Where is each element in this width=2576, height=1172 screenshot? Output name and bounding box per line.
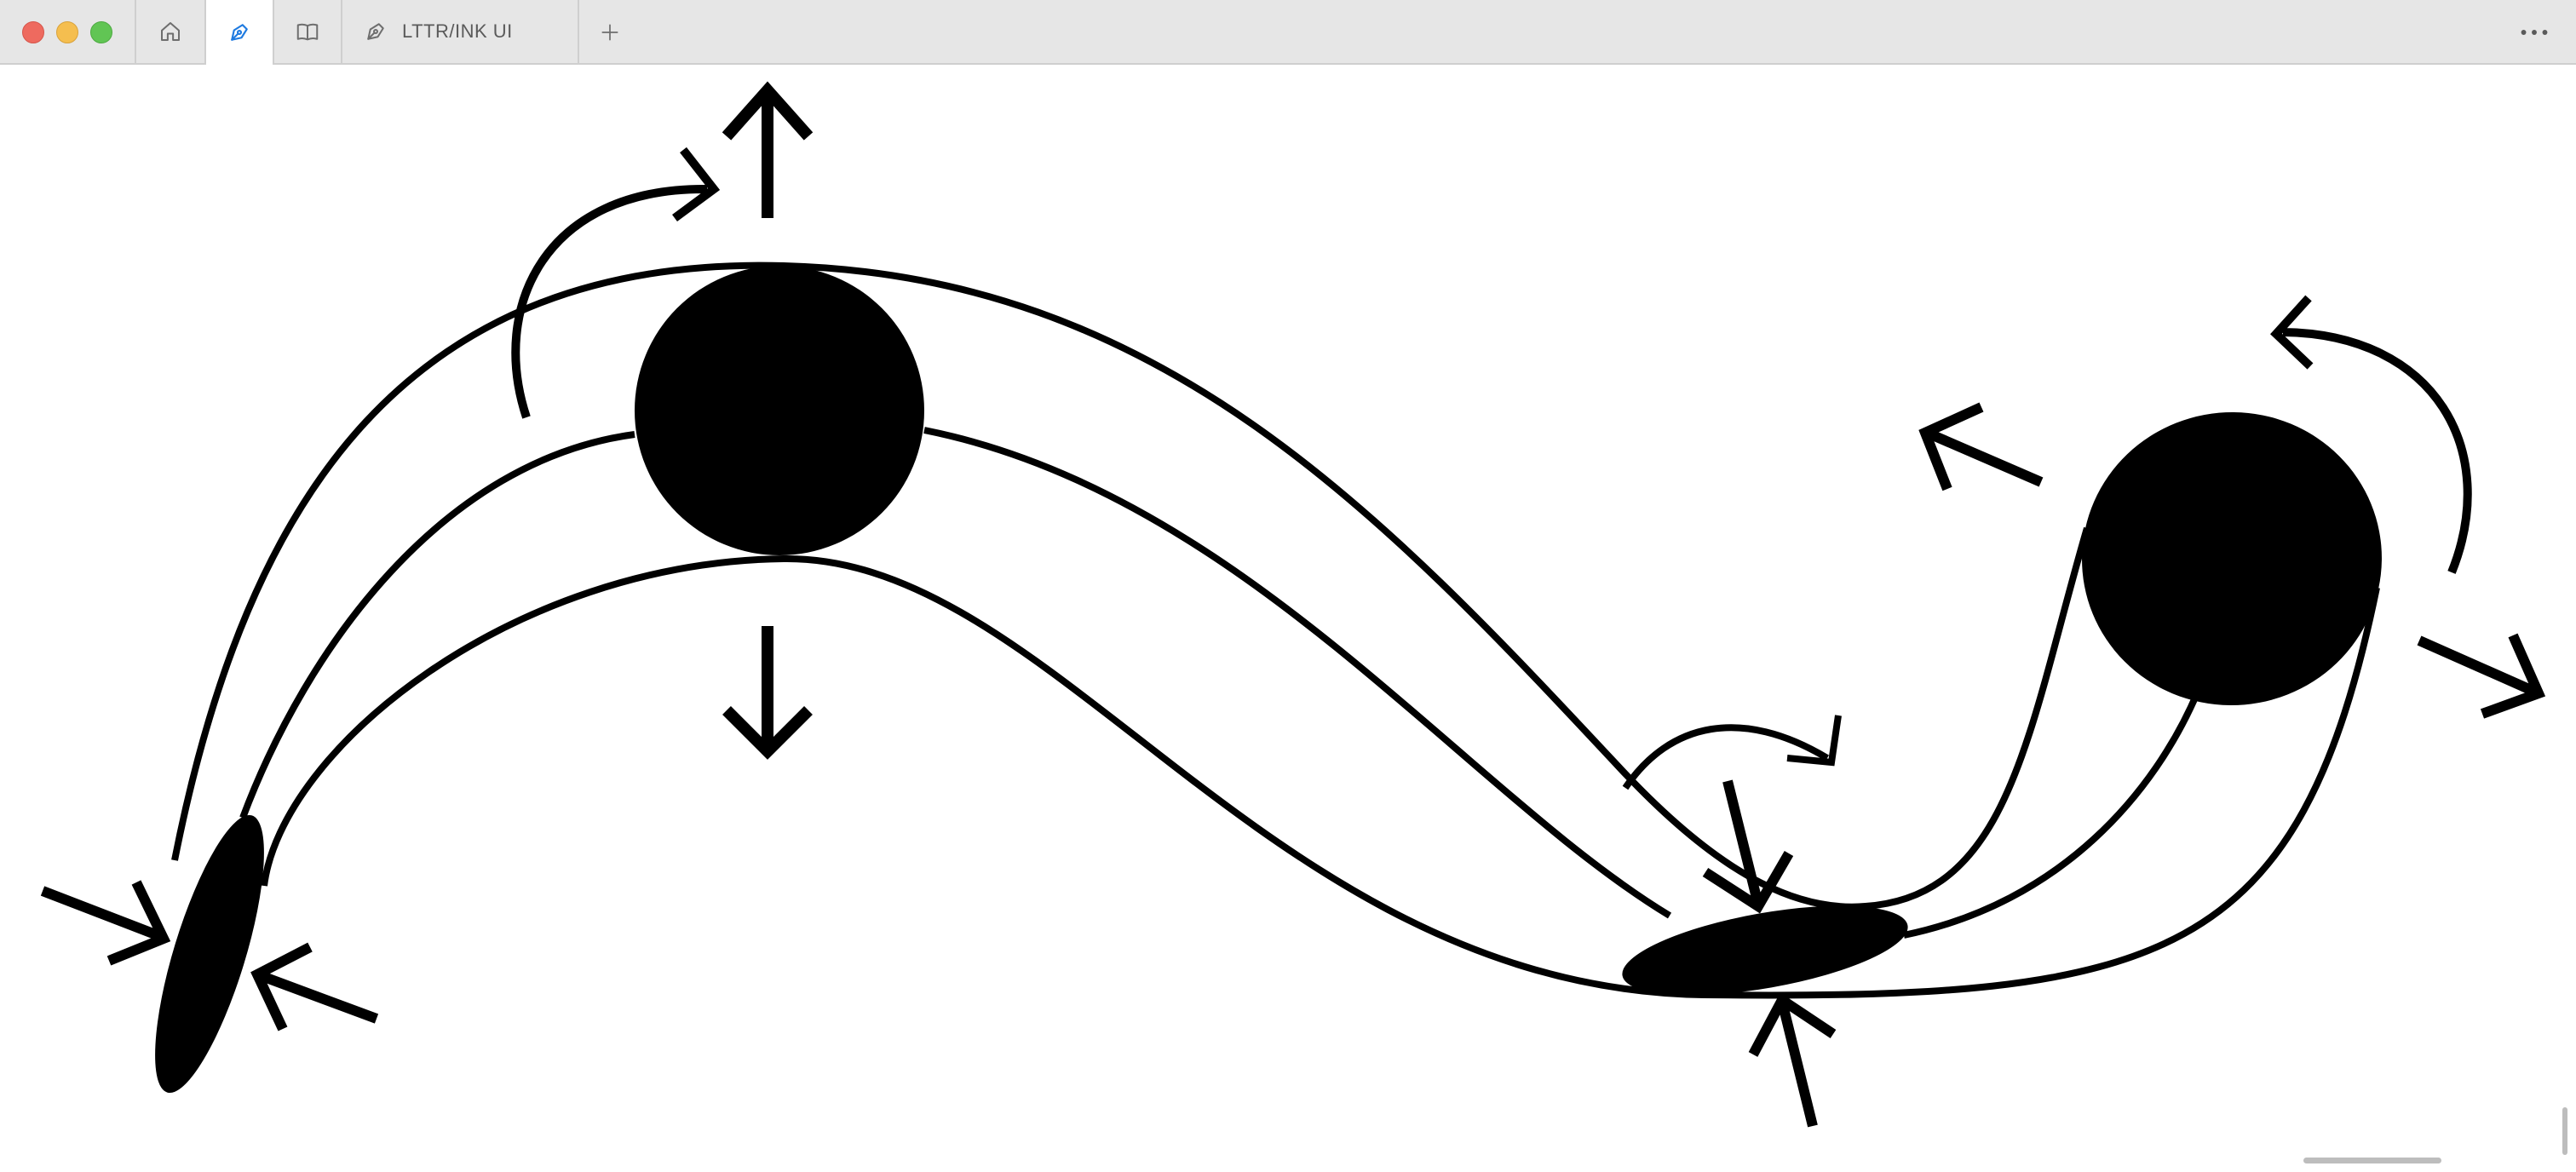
ink-blob-circle-right xyxy=(2082,411,2382,706)
arrow-left-in-1 xyxy=(40,880,171,966)
pen-nib-icon xyxy=(367,23,384,40)
plus-icon xyxy=(601,24,618,41)
ink-blob-ellipse-middle xyxy=(1622,905,1908,996)
arrow-right-out-1 xyxy=(1918,402,2044,491)
arrow-down xyxy=(722,626,813,760)
new-tab-button[interactable] xyxy=(593,15,627,49)
tab-ink-editor[interactable] xyxy=(204,0,273,65)
arrow-curved-left xyxy=(511,146,721,419)
ink-curve-middle xyxy=(239,427,2201,939)
ink-curve-upper xyxy=(171,261,2090,911)
vertical-scrollbar[interactable] xyxy=(2562,1107,2567,1155)
arrow-left-in-2 xyxy=(250,942,379,1031)
ink-curve-lower xyxy=(261,554,2380,999)
arrow-curved-small xyxy=(1622,715,1842,790)
arrow-mid-down xyxy=(1702,779,1794,914)
close-window-button[interactable] xyxy=(22,21,44,43)
minimize-window-button[interactable] xyxy=(56,21,78,43)
more-menu-button[interactable] xyxy=(2513,15,2556,49)
title-bar: LTTR/INK UI xyxy=(0,0,2576,65)
horizontal-scrollbar[interactable] xyxy=(2303,1158,2441,1163)
tab-library[interactable] xyxy=(273,0,341,63)
tab-home[interactable] xyxy=(135,0,204,63)
book-icon xyxy=(296,23,319,41)
ink-blob-circle-left xyxy=(635,266,924,555)
arrow-mid-up xyxy=(1748,992,1837,1128)
more-horizontal-icon xyxy=(2521,30,2548,35)
arrow-up xyxy=(722,81,814,218)
arrow-curved-right xyxy=(2270,295,2472,574)
maximize-window-button[interactable] xyxy=(90,21,112,43)
tab-document-label: LTTR/INK UI xyxy=(402,20,513,42)
tab-document[interactable]: LTTR/INK UI xyxy=(341,0,579,63)
home-icon xyxy=(161,22,180,41)
ink-canvas[interactable] xyxy=(0,65,2576,1172)
pen-nib-icon xyxy=(231,24,248,41)
ink-blob-ellipse-left xyxy=(155,814,264,1094)
arrow-right-out-2 xyxy=(2417,633,2546,719)
